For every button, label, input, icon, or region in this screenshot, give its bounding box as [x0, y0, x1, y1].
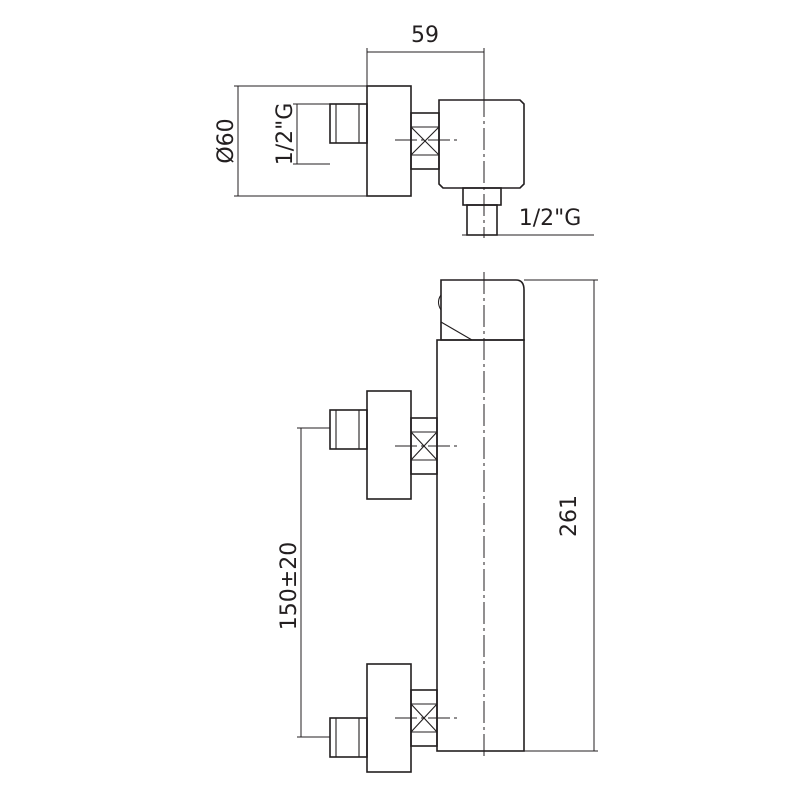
valve-head	[437, 279, 525, 341]
top-view: 59 Ø60 1/2"G	[214, 23, 594, 238]
dimension-59: 59	[366, 23, 485, 100]
dimension-261: 261	[524, 279, 598, 752]
dimension-150-20: 150±20	[277, 427, 330, 738]
width-dimension-label: 59	[411, 23, 439, 48]
valve-body-tube	[436, 339, 525, 752]
dimension-diameter-60: Ø60	[214, 85, 367, 197]
inlet-thread-dimension: 1/2"G	[273, 103, 330, 166]
inlet-thread-label: 1/2"G	[273, 103, 298, 166]
upper-inlet-assembly	[329, 390, 458, 500]
outlet-stub	[462, 187, 502, 236]
upper-eccentric-connector	[366, 390, 412, 500]
height-dimension-label: 261	[557, 495, 582, 537]
outlet-thread-label: 1/2"G	[519, 206, 582, 231]
inlet-nut	[329, 103, 368, 144]
outlet-thread-dimension: 1/2"G	[462, 206, 594, 236]
lower-inlet-nut	[329, 717, 368, 758]
union-nut	[410, 112, 440, 170]
lower-inlet-assembly	[329, 663, 458, 773]
side-view: 261	[277, 272, 598, 773]
eccentric-connector	[366, 85, 412, 197]
diameter-dimension-label: Ø60	[214, 118, 239, 163]
upper-inlet-nut	[329, 409, 368, 450]
inlet-spacing-dimension-label: 150±20	[277, 542, 302, 630]
valve-body-top	[438, 99, 525, 189]
